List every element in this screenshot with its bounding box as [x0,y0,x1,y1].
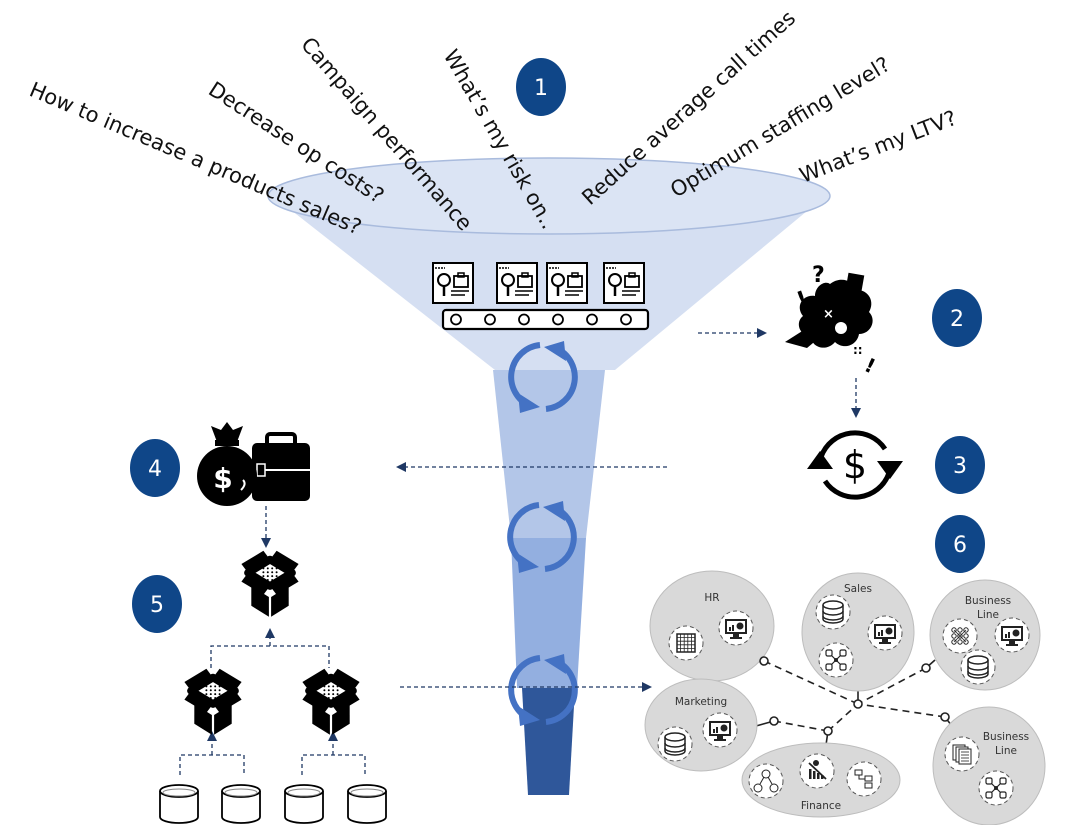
database-icon [284,784,324,824]
network-nodes-icon [818,642,854,678]
department-label: Finance [801,800,841,812]
conveyor-roller [450,313,462,326]
funnel-cycles [507,341,578,726]
database-icon [159,784,199,824]
hub-nodes-icon [978,770,1014,806]
cycle-arrow-icon [507,501,577,573]
network-junction [940,712,950,722]
network-junction [759,656,769,666]
funnel-stage-3 [522,688,575,795]
svg-text:$: $ [213,462,232,495]
conveyor-roller [586,313,598,326]
svg-text:?: ? [812,263,825,288]
step-badge-3: 3 [935,436,985,494]
department-hr: HR [649,570,775,682]
svg-text:6: 6 [953,533,967,558]
dashboard-monitor-icon [867,615,903,651]
step-badge-4: 4 [130,439,180,497]
step-badge-5: 5 [132,575,182,633]
dashboard-monitor-icon [702,712,738,748]
department-label: Business [965,595,1011,607]
search-document-icon [603,262,645,304]
open-box-icon [241,550,299,617]
connector-db-to-mid-right [301,754,366,775]
conveyor-roller [518,313,530,326]
department-sales: Sales [801,572,915,692]
department-network: HRSalesBusinessLineMarketingFinanceBusin… [644,570,1046,825]
conveyor-roller [484,313,496,326]
svg-text:3: 3 [953,454,967,479]
neural-network-icon [942,618,978,654]
department-label: Sales [844,583,872,595]
cycle-arrow-icon [508,654,578,726]
link-marketing-finance [773,720,829,732]
declining-chart-icon [799,753,835,789]
link-finance-hub [827,703,859,732]
search-document-icon [546,262,588,304]
decision-tree-icon [748,763,784,799]
network-junction [921,663,931,673]
link-bl1 [857,667,927,705]
department-label: Marketing [675,696,727,708]
flowchart-icon [846,761,882,797]
svg-text:2: 2 [950,307,964,332]
open-box-icon [302,668,360,735]
svg-text:::: :: [853,343,863,357]
cycle-arrow-icon [508,341,578,413]
step-badge-6: 6 [935,515,985,573]
database-icon [347,784,387,824]
database-icon [960,649,996,685]
funnel-stage-1 [493,370,605,538]
department-label: Line [977,609,999,621]
conveyor [432,262,650,331]
connector-mid-to-top [210,645,330,668]
department-label: Business [983,731,1029,743]
svg-text:4: 4 [148,457,162,482]
funnel-rim [267,157,831,235]
conveyor-roller [620,313,632,326]
network-junction [823,726,833,736]
link-bl2 [857,703,946,718]
confused-brain-icon: ! ? ! × :: [785,263,879,378]
svg-text:×: × [823,307,834,322]
svg-text:5: 5 [150,593,164,618]
conveyor-roller [552,313,564,326]
database-icon [221,784,261,824]
link-hr [763,660,859,705]
department-label: HR [704,592,719,604]
money-bag-briefcase-icon: $ [197,422,310,506]
network-junction [769,716,779,726]
svg-text:1: 1 [534,76,548,101]
database-icon [657,726,693,762]
svg-text:$: $ [843,443,867,487]
step-badges: 1 2 3 4 5 6 [130,58,985,633]
connectors [261,328,861,692]
step-badge-1: 1 [516,58,566,116]
spreadsheet-grid-icon [668,625,704,661]
conveyor-belt [441,308,650,331]
step-badge-2: 2 [932,289,982,347]
documents-icon [944,736,980,772]
hierarchy-connectors [179,628,366,775]
department-marketing: Marketing [644,678,758,772]
search-document-icon [496,262,538,304]
search-document-icon [432,262,474,304]
department-finance: Finance [741,742,901,818]
connector-db-to-mid-left [179,754,245,775]
dollar-cycle-icon: $ [807,430,903,500]
question-ltv: What’s my LTV? [796,106,960,188]
dashboard-monitor-icon [994,617,1030,653]
database-icon [815,594,851,630]
department-label: Line [995,745,1017,757]
network-junction [853,699,863,709]
svg-text:!: ! [861,353,879,379]
dashboard-monitor-icon [718,610,754,646]
funnel-stage-2 [511,538,586,688]
package-hierarchy [159,550,387,824]
open-box-icon [184,668,242,735]
